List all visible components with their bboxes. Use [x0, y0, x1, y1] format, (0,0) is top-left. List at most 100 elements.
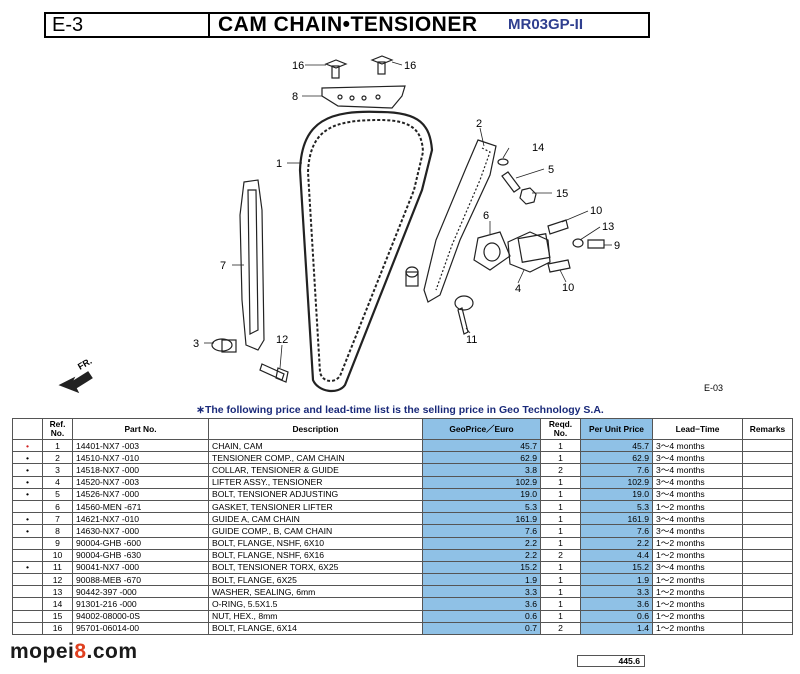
ref-cell: 5 [42, 487, 73, 501]
lead-time-cell: 1～2 months [652, 499, 743, 514]
geo-price-cell: 2.2 [422, 536, 541, 550]
exploded-diagram: 16 16 8 2 14 5 1 15 10 13 9 6 7 4 10 3 1… [58, 55, 620, 394]
geo-price-cell: 15.2 [422, 560, 541, 575]
lifter-assy-shape [507, 231, 551, 273]
unit-price-cell: 19.0 [580, 487, 653, 501]
watermark-accent: 8 [74, 640, 87, 663]
col-lead-time: Lead−Time [652, 418, 743, 440]
remarks-cell [742, 621, 793, 636]
lead-time-cell: 3～4 months [652, 487, 743, 501]
col-part-no: Part No. [72, 418, 209, 440]
unit-price-cell: 4.4 [580, 548, 653, 562]
tensioner-comp-shape [423, 139, 497, 303]
model-code: MR03GP-II [508, 16, 584, 33]
lead-time-cell: 3～4 months [652, 438, 743, 453]
description-cell: GASKET, TENSIONER LIFTER [208, 499, 423, 514]
unit-price-cell: 1.9 [580, 573, 653, 587]
description-cell: CHAIN, CAM [208, 438, 423, 453]
part-no-cell: 14560-MEN -671 [72, 499, 209, 514]
unit-price-cell: 15.2 [580, 560, 653, 575]
remarks-cell [742, 548, 793, 562]
bolt-16-right [370, 55, 394, 75]
reqd-cell: 1 [540, 597, 581, 611]
cam-chain-shape [298, 110, 434, 393]
description-cell: GUIDE A, CAM CHAIN [208, 512, 423, 526]
part-no-cell: 90088-MEB -670 [72, 573, 209, 587]
ref-cell: 3 [42, 463, 73, 477]
unit-price-cell: 102.9 [580, 475, 653, 489]
reqd-cell: 1 [540, 512, 581, 526]
remarks-cell [742, 499, 793, 514]
description-cell: LIFTER ASSY., TENSIONER [208, 475, 423, 489]
lead-time-cell: 3～4 months [652, 512, 743, 526]
geo-price-cell: 19.0 [422, 487, 541, 501]
page-title: CAM CHAIN•TENSIONER [218, 13, 478, 36]
description-cell: BOLT, TENSIONER ADJUSTING [208, 487, 423, 501]
unit-price-cell: 5.3 [580, 499, 653, 514]
page-reference: E-03 [704, 383, 724, 393]
reqd-cell: 1 [540, 536, 581, 550]
guide-a-shape [239, 179, 265, 351]
reqd-cell: 1 [540, 585, 581, 599]
fr-arrow-shape [58, 371, 93, 394]
reqd-cell: 1 [540, 609, 581, 623]
part-no-cell: 90004-GHB -600 [72, 536, 209, 550]
callout-7: 7 [220, 260, 226, 272]
ref-cell: 10 [42, 548, 73, 562]
part-no-cell: 90041-NX7 -000 [72, 560, 209, 575]
reqd-cell: 1 [540, 475, 581, 489]
part-no-cell: 90442-397 -000 [72, 585, 209, 599]
description-cell: BOLT, FLANGE, NSHF, 6X10 [208, 536, 423, 550]
reqd-cell: 1 [540, 560, 581, 575]
description-cell: BOLT, TENSIONER TORX, 6X25 [208, 560, 423, 575]
unit-price-cell: 0.6 [580, 609, 653, 623]
part-no-cell: 95701-06014-00 [72, 621, 209, 636]
col-mark-cell: • [12, 524, 43, 538]
part-no-cell: 14621-NX7 -010 [72, 512, 209, 526]
unit-price-cell: 62.9 [580, 451, 653, 465]
geo-price-cell: 0.7 [422, 621, 541, 636]
part-no-cell: 14518-NX7 -000 [72, 463, 209, 477]
lead-time-cell: 3～4 months [652, 451, 743, 465]
remarks-cell [742, 573, 793, 587]
ref-cell: 2 [42, 451, 73, 465]
unit-price-cell: 161.9 [580, 512, 653, 526]
lead-time-cell: 3～4 months [652, 524, 743, 538]
bolt-16-left [324, 59, 348, 79]
lead-time-cell: 3～4 months [652, 560, 743, 575]
col-mark-cell [12, 609, 43, 623]
geo-price-cell: 0.6 [422, 609, 541, 623]
unit-price-cell: 7.6 [580, 524, 653, 538]
col-mark-cell: • [12, 487, 43, 501]
section-code: E-3 [46, 14, 210, 36]
description-cell: WASHER, SEALING, 6mm [208, 585, 423, 599]
description-cell: BOLT, FLANGE, NSHF, 6X16 [208, 548, 423, 562]
part-no-cell: 91301-216 -000 [72, 597, 209, 611]
callout-4: 4 [515, 283, 521, 295]
remarks-cell [742, 463, 793, 477]
callout-2: 2 [476, 118, 482, 130]
part-no-cell: 90004-GHB -630 [72, 548, 209, 562]
ref-cell: 8 [42, 524, 73, 538]
callout-16a: 16 [292, 60, 304, 72]
col-mark-cell [12, 621, 43, 636]
remarks-cell [742, 487, 793, 501]
ref-cell: 4 [42, 475, 73, 489]
unit-price-cell: 7.6 [580, 463, 653, 477]
callout-9: 9 [614, 240, 620, 252]
price-note: ∗The following price and lead-time list … [196, 404, 604, 416]
callout-5: 5 [548, 164, 554, 176]
parts-table: Ref. No. Part No. Description GeoPrice／E… [12, 418, 793, 636]
callout-12: 12 [276, 334, 288, 346]
description-cell: BOLT, FLANGE, 6X25 [208, 573, 423, 587]
col-remarks: Remarks [742, 418, 793, 440]
col-mark-cell [12, 499, 43, 514]
table-header-row: Ref. No. Part No. Description GeoPrice／E… [12, 418, 793, 440]
